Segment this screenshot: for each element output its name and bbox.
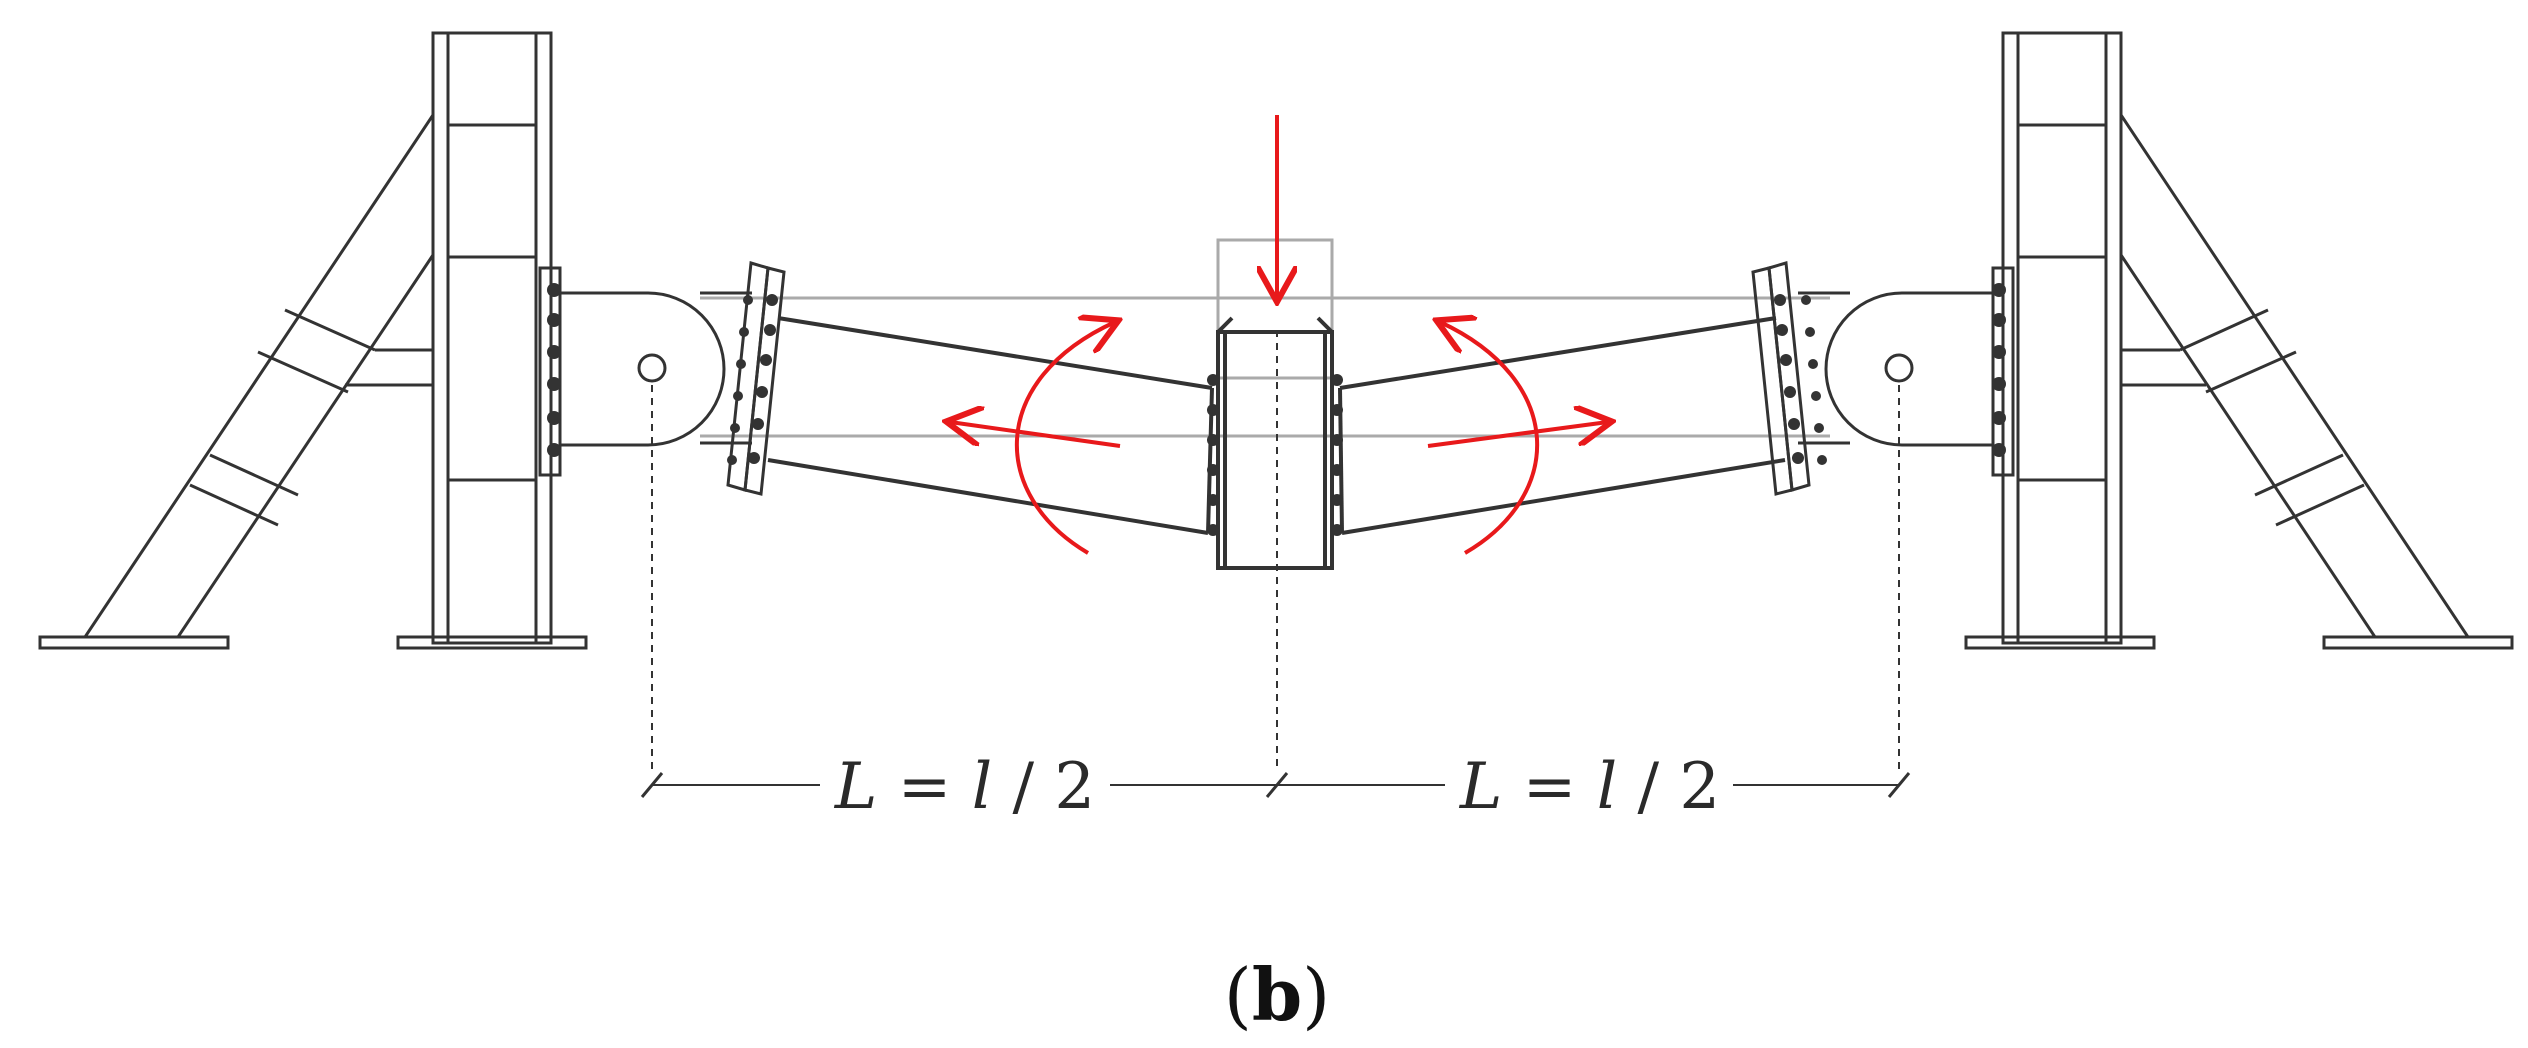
center-stub-box: [1216, 330, 1334, 570]
left-pin-support: [560, 291, 752, 447]
left-brace-base-plate: [38, 635, 230, 650]
right-brace-outer: [2119, 114, 2470, 638]
center-stub-bolts: [1207, 374, 1343, 536]
left-pin-icon: [637, 353, 667, 383]
left-reaction-frame: [38, 31, 588, 650]
undeformed-beam-outline: [700, 238, 1830, 570]
left-column: [431, 31, 553, 645]
left-column-base-plate: [396, 635, 588, 650]
right-pin-icon: [1884, 353, 1914, 383]
right-axial-force-arrow: [1427, 422, 1608, 448]
left-span-dimension: L = l / 2: [834, 750, 1095, 824]
right-brace-base-plate: [2322, 635, 2514, 650]
right-rotation-arrow: [1440, 322, 1539, 555]
applied-loads: [950, 115, 1608, 555]
center-column-stub: [1216, 316, 1334, 570]
left-end-plate: [538, 266, 562, 477]
left-rotation-arrow: [1015, 322, 1115, 555]
right-connection-bolts: [1774, 294, 1827, 465]
dimension-lines: [640, 330, 1911, 798]
right-column-base-plate: [1964, 635, 2156, 650]
right-span-dimension: L = l / 2: [1459, 750, 1720, 824]
left-beam-connection: [726, 261, 786, 496]
left-connection-bolts: [727, 294, 778, 465]
panel-label: (b): [1224, 952, 1331, 1037]
left-brace-outer: [83, 114, 435, 638]
right-beam-segment: [1338, 316, 1786, 535]
right-reaction-frame: [1964, 31, 2514, 650]
left-beam-segment: [767, 316, 1214, 535]
right-end-plate: [1991, 266, 2015, 477]
right-column: [2001, 31, 2123, 645]
left-end-plate-bolts: [547, 283, 561, 457]
right-brace-inner: [2119, 254, 2377, 638]
right-beam-connection: [1751, 261, 1811, 496]
left-axial-force-arrow: [950, 422, 1121, 448]
left-brace-inner: [176, 254, 435, 638]
right-end-plate-bolts: [1992, 283, 2006, 457]
right-pin-support: [1798, 291, 1993, 447]
